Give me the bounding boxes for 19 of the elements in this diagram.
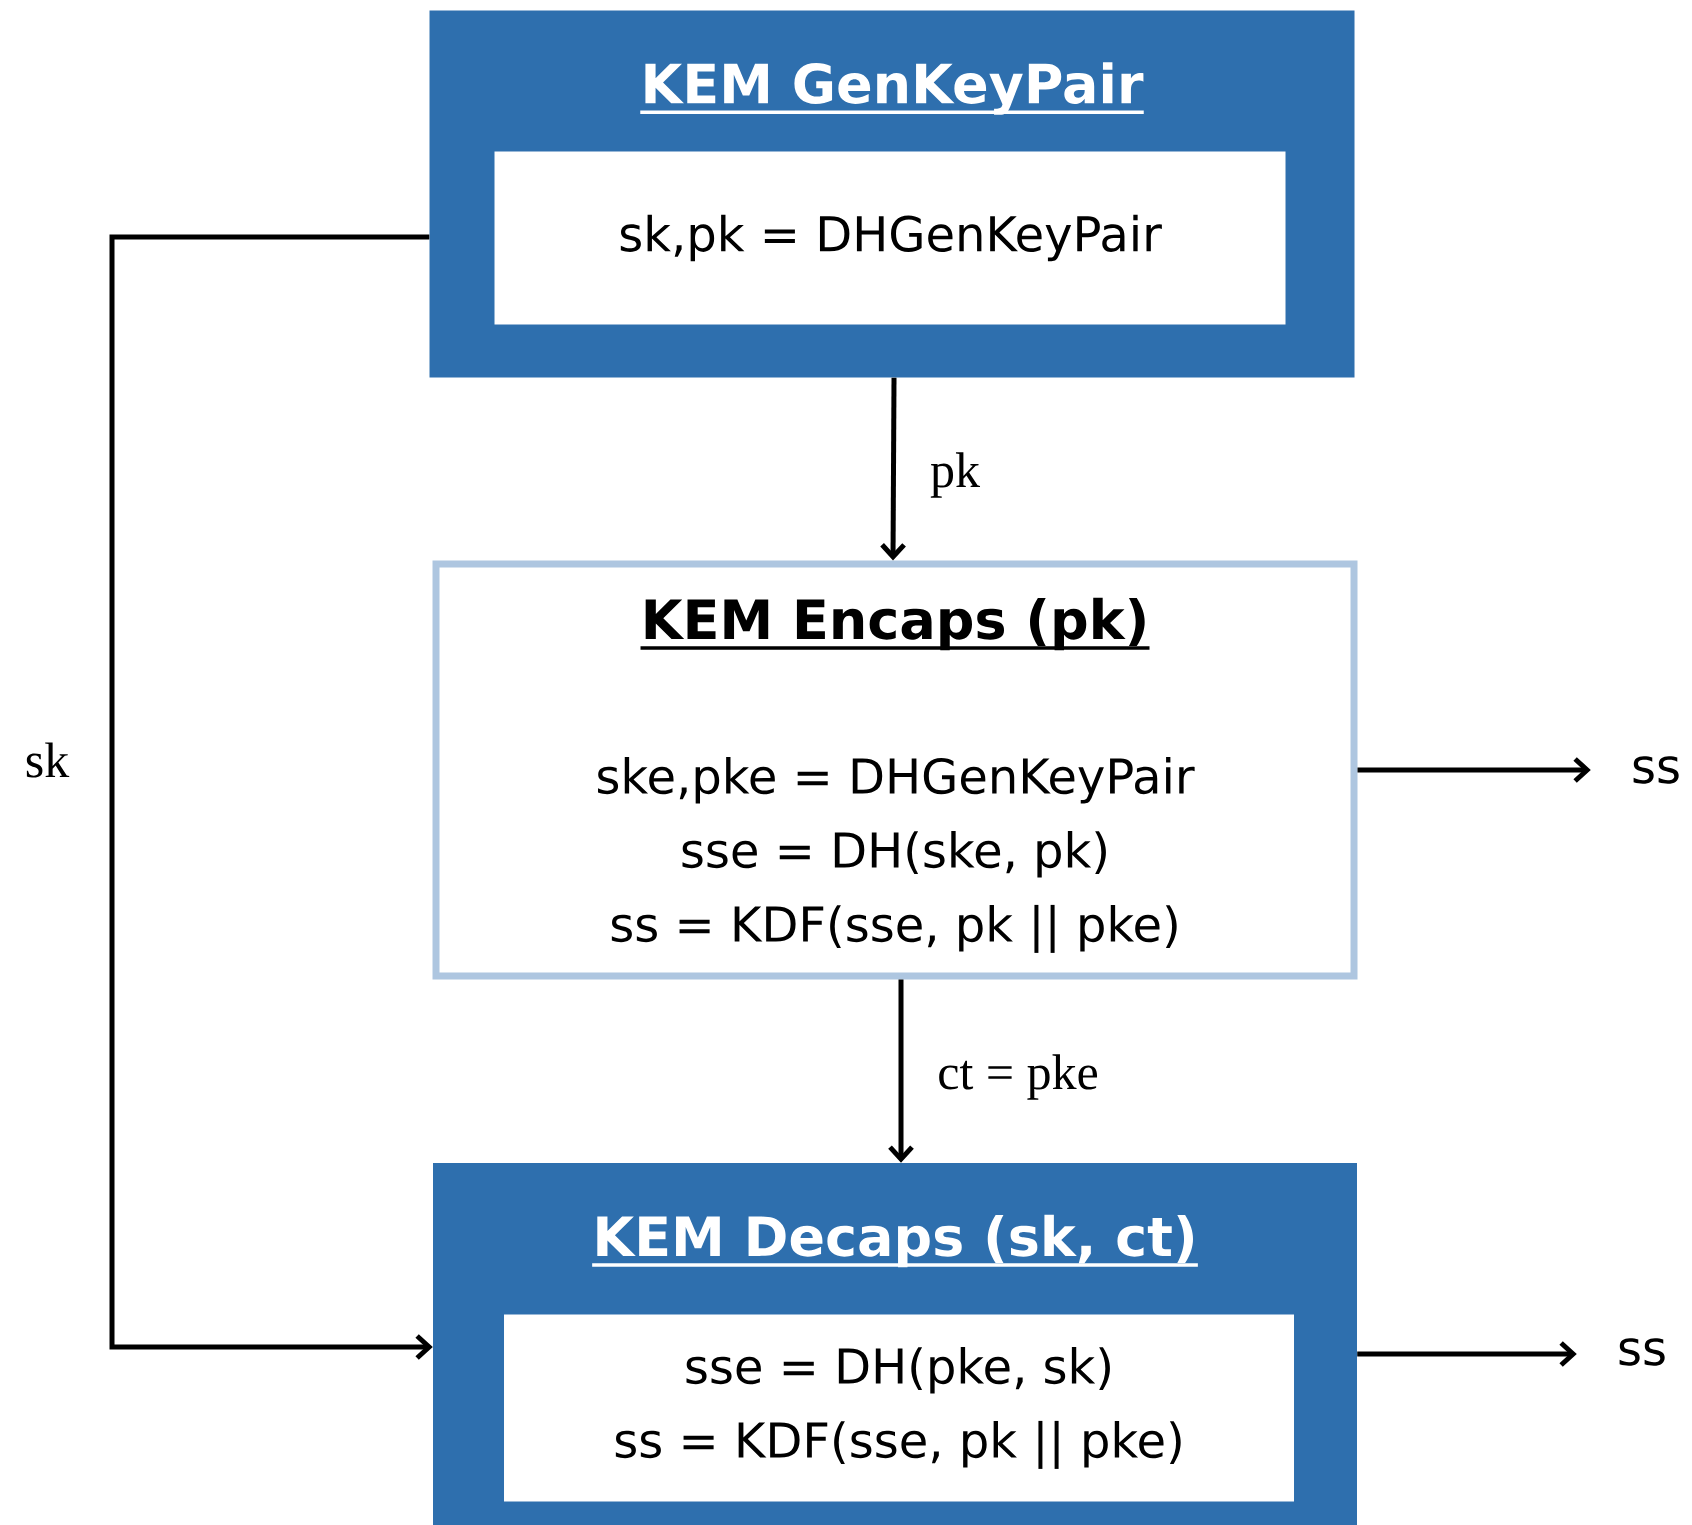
arrow — [1357, 757, 1591, 783]
edge-label: sk — [22, 740, 72, 780]
heading: KEM Encaps (pk) — [640, 597, 1150, 651]
arrow — [888, 979, 914, 1163]
equation-text: sk,pk = DHGenKeyPair — [620, 214, 1162, 262]
edge-label: pk — [928, 450, 982, 500]
heading: KEM Decaps (sk, ct) — [592, 1214, 1198, 1268]
arrow — [1357, 1341, 1577, 1367]
equation-text: ske,pke = DHGenKeyPair sse = DH(ske, pk) ss = KDF(sse, pk || pke) — [598, 757, 1195, 953]
output-label: ss — [1633, 756, 1679, 784]
arrow — [109, 234, 433, 1360]
equation-box — [494, 151, 1286, 325]
arrow — [880, 377, 906, 561]
heading: KEM GenKeyPair — [640, 62, 1144, 115]
process-box — [432, 560, 1358, 980]
equation-box — [504, 1314, 1294, 1502]
equation-text: sse = DH(pke, sk) ss = KDF(sse, pk || pke) — [615, 1347, 1181, 1469]
output-label: ss — [1619, 1338, 1665, 1366]
edge-label: ct = pke — [935, 1052, 1101, 1102]
